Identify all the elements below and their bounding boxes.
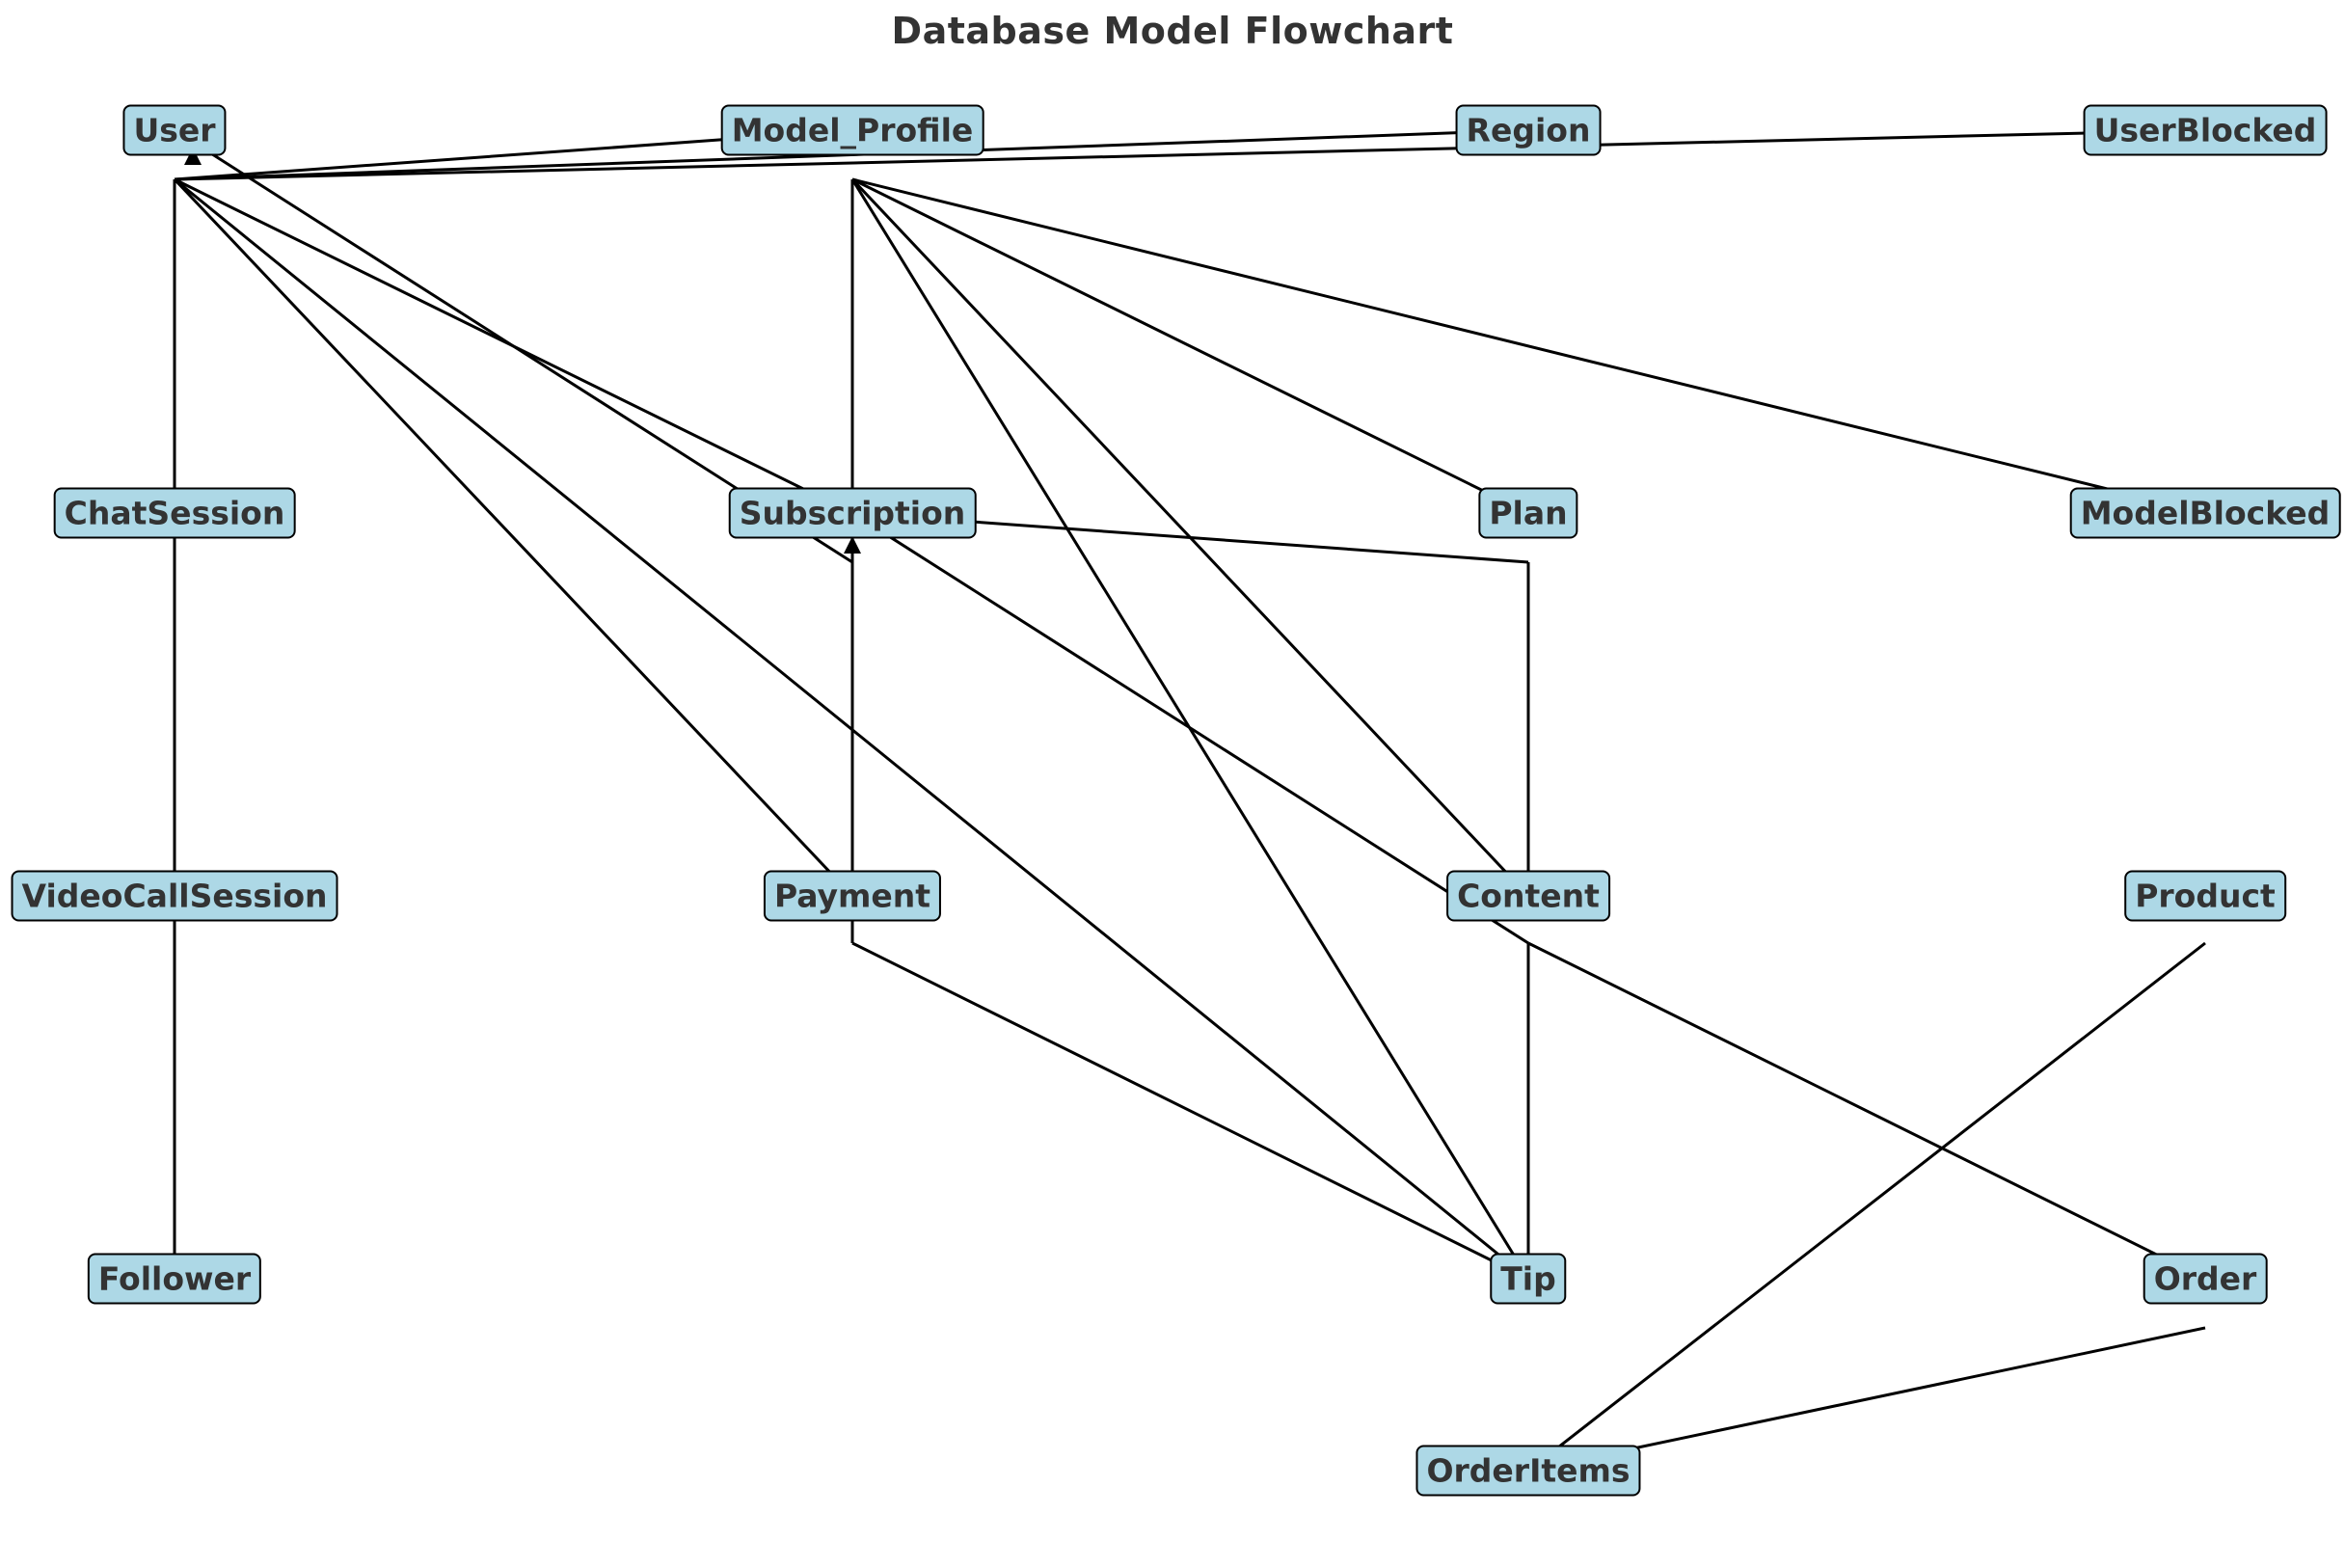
edge-user-to-payment bbox=[173, 177, 854, 898]
edge-content-to-subscription bbox=[851, 511, 1529, 945]
node-plan: Plan bbox=[1478, 487, 1578, 539]
node-content: Content bbox=[1446, 870, 1610, 922]
edge-payment-to-tip bbox=[851, 941, 1529, 1281]
node-region: Region bbox=[1455, 104, 1602, 156]
edge-user-to-userblocked bbox=[174, 128, 2206, 181]
arrowhead-user bbox=[184, 148, 202, 165]
edge-product-to-orderitems bbox=[1527, 941, 2206, 1473]
chart-title: Database Model Flowchart bbox=[891, 10, 1454, 52]
node-product: Product bbox=[2124, 870, 2286, 922]
node-subscription: Subscription bbox=[728, 487, 977, 539]
arrowhead-subscription bbox=[844, 536, 861, 554]
edge-order-to-orderitems bbox=[1527, 1326, 2206, 1473]
edge-content-to-order bbox=[1527, 941, 2206, 1281]
node-orderitems: OrderItems bbox=[1415, 1445, 1641, 1497]
edge-model_profile-to-modelblocked bbox=[851, 177, 2206, 515]
node-videocallsession: VideoCallSession bbox=[11, 870, 338, 922]
node-userblocked: UserBlocked bbox=[2083, 104, 2328, 156]
edge-model_profile-to-plan bbox=[851, 177, 1529, 515]
node-tip: Tip bbox=[1490, 1253, 1567, 1305]
node-user: User bbox=[122, 104, 227, 156]
node-order: Order bbox=[2143, 1253, 2268, 1305]
node-follower: Follower bbox=[87, 1253, 262, 1305]
node-model_profile: Model_Profile bbox=[720, 104, 984, 156]
node-modelblocked: ModelBlocked bbox=[2069, 487, 2341, 539]
node-chatsession: ChatSession bbox=[53, 487, 296, 539]
node-payment: Payment bbox=[763, 870, 942, 922]
